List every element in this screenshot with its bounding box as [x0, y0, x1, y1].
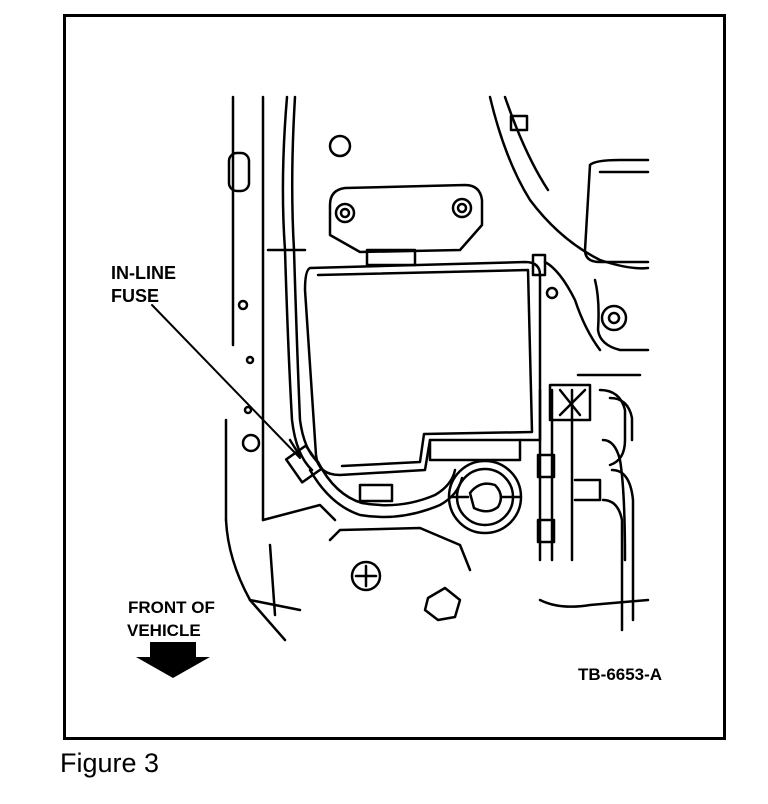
control-box: [303, 260, 542, 503]
drawing-code: TB-6653-A: [578, 665, 663, 684]
brake-lines: [536, 373, 650, 632]
upper-nut: [509, 114, 529, 132]
fender-bolt: [241, 433, 261, 453]
figure-frame: [63, 14, 726, 740]
callout-label-line1: IN-LINE: [111, 263, 176, 283]
direction-label-line1: FRONT OF: [128, 598, 215, 617]
fender-bumper-stop: [227, 151, 251, 193]
wiring-harness: [281, 95, 464, 519]
lower-bolt: [350, 560, 382, 592]
bracket-bolt-right: [451, 197, 473, 219]
bracket-bolt-left: [334, 202, 356, 224]
mounting-bracket: [328, 183, 484, 267]
figure-caption: Figure 3: [60, 748, 160, 778]
direction-label-line2: VEHICLE: [127, 621, 201, 640]
callout-label-line2: FUSE: [111, 286, 160, 306]
right-bolt: [600, 304, 628, 332]
round-connector: [447, 459, 523, 535]
ground-stud: [531, 253, 547, 277]
fender-panel: [224, 95, 337, 642]
front-arrow-icon: [136, 642, 210, 678]
hex-nut: [423, 586, 462, 622]
right-body-contour: [328, 95, 650, 352]
callout-leader: [151, 304, 301, 459]
